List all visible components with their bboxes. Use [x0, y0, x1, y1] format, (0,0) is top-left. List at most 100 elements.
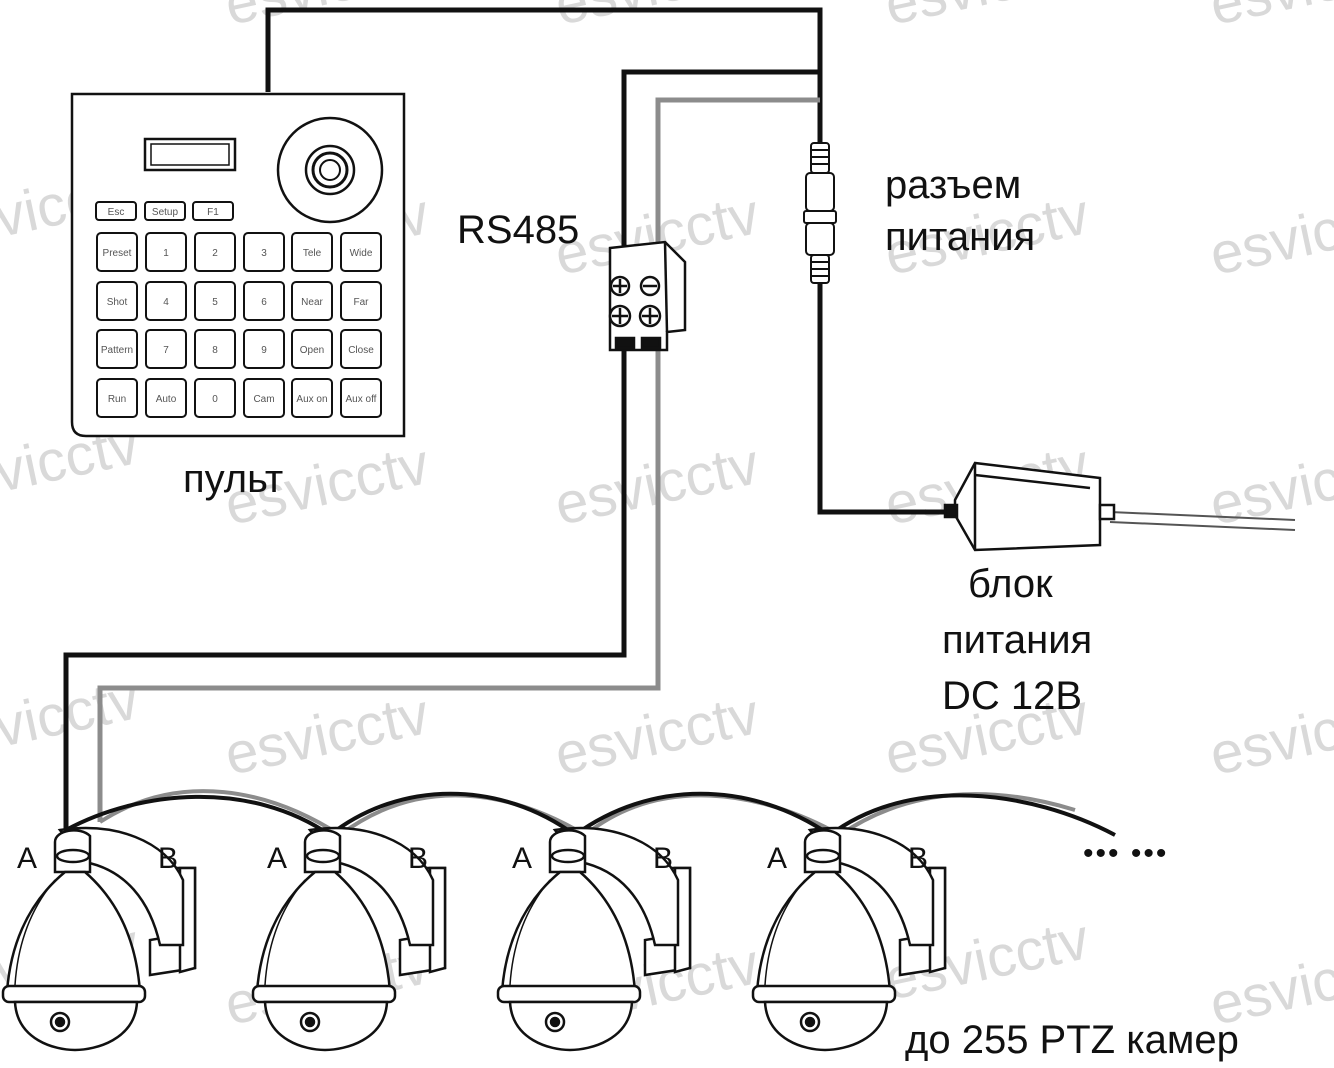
joystick [276, 116, 384, 224]
daisy-chain-gray [838, 792, 1076, 837]
controller-label: пульт [183, 457, 283, 501]
key-label: Shot [107, 297, 128, 308]
terminal-b-label: B [908, 842, 928, 875]
key-label: Preset [103, 248, 132, 259]
terminal-a-label: A [767, 842, 787, 875]
psu-label-line2: питания [942, 618, 1092, 662]
key-cam: Cam [243, 378, 285, 418]
key-run: Run [96, 378, 138, 418]
key-esc: Esc [95, 201, 137, 221]
controller-power-cable [265, 7, 823, 145]
key-6: 6 [243, 281, 285, 321]
key-1: 1 [145, 232, 187, 272]
key-pattern: Pattern [96, 329, 138, 369]
rs485-wire-b-bus [97, 350, 661, 822]
key-label: 6 [261, 297, 267, 308]
daisy-chain-dark [573, 791, 832, 837]
daisy-chain-gray [338, 793, 587, 837]
key-aux-on: Aux on [291, 378, 333, 418]
watermark: esvicctv [1204, 181, 1334, 287]
key-label: 4 [163, 297, 169, 308]
terminal-a-label: A [267, 842, 287, 875]
key-5: 5 [194, 281, 236, 321]
key-label: 3 [261, 248, 267, 259]
key-label: 9 [261, 345, 267, 356]
daisy-chain-dark [65, 794, 332, 837]
watermark: esvicctv [1204, 431, 1334, 537]
key-shot: Shot [96, 281, 138, 321]
power-connector-label-line1: разъем [885, 163, 1021, 207]
key-label: Close [348, 345, 374, 356]
key-label: Open [300, 345, 324, 356]
power-supply-unit [943, 461, 1296, 552]
psu-label-line3: DC 12В [942, 674, 1082, 718]
key-label: Cam [253, 394, 274, 405]
key-0: 0 [194, 378, 236, 418]
terminal-b-label: B [158, 842, 178, 875]
key-label: Run [108, 394, 126, 405]
key-2: 2 [194, 232, 236, 272]
continuation-dots: ••• ••• [1083, 837, 1168, 870]
watermark: esvicctv [879, 0, 1094, 38]
watermark: esvicctv [549, 681, 764, 787]
key-label: 8 [212, 345, 218, 356]
key-auto: Auto [145, 378, 187, 418]
psu-output-cable [817, 280, 955, 515]
key-label: Auto [156, 394, 177, 405]
key-8: 8 [194, 329, 236, 369]
key-near: Near [291, 281, 333, 321]
key-tele: Tele [291, 232, 333, 272]
key-4: 4 [145, 281, 187, 321]
rs485-terminal-block [608, 240, 687, 352]
key-label: Tele [303, 248, 322, 259]
daisy-chain-dark [328, 791, 577, 837]
wiring [63, 7, 1116, 837]
terminal-a-label: A [17, 842, 37, 875]
key-label: Aux on [296, 394, 327, 405]
daisy-chain-dark [828, 793, 1116, 837]
power-connector-label-line2: питания [885, 215, 1035, 259]
terminal-a-label: A [512, 842, 532, 875]
key-label: 0 [212, 394, 218, 405]
key-label: 7 [163, 345, 169, 356]
key-close: Close [340, 329, 382, 369]
rs485-wire-a-bus [63, 350, 627, 830]
key-3: 3 [243, 232, 285, 272]
key-label: 5 [212, 297, 218, 308]
key-preset: Preset [96, 232, 138, 272]
key-label: Esc [108, 207, 125, 218]
watermark: esvicctv [219, 0, 434, 38]
key-label: 1 [163, 248, 169, 259]
watermark: esvicctv [1204, 681, 1334, 787]
key-open: Open [291, 329, 333, 369]
terminal-b-label: B [408, 842, 428, 875]
key-label: Pattern [101, 345, 133, 356]
rs485-wire-a-top [621, 69, 820, 248]
key-label: Setup [152, 207, 179, 218]
terminal-b-label: B [653, 842, 673, 875]
top-keys: Esc Setup F1 [95, 201, 234, 221]
key-aux-off: Aux off [340, 378, 382, 418]
watermark: esvicctv [1204, 0, 1334, 38]
key-7: 7 [145, 329, 187, 369]
key-label: F1 [207, 207, 219, 218]
key-9: 9 [243, 329, 285, 369]
power-connector [803, 142, 837, 284]
psu-label-line1: блок [968, 562, 1053, 606]
watermark: esvicctv [549, 0, 764, 38]
key-label: 2 [212, 248, 218, 259]
labels: RS485 разъем питания пульт блок питания … [183, 163, 1239, 1062]
key-label: Far [354, 297, 370, 308]
key-wide: Wide [340, 232, 382, 272]
rs485-label: RS485 [457, 208, 579, 252]
watermark: esvicctv [0, 666, 144, 772]
watermark: esvicctv [219, 681, 434, 787]
key-setup: Setup [144, 201, 186, 221]
